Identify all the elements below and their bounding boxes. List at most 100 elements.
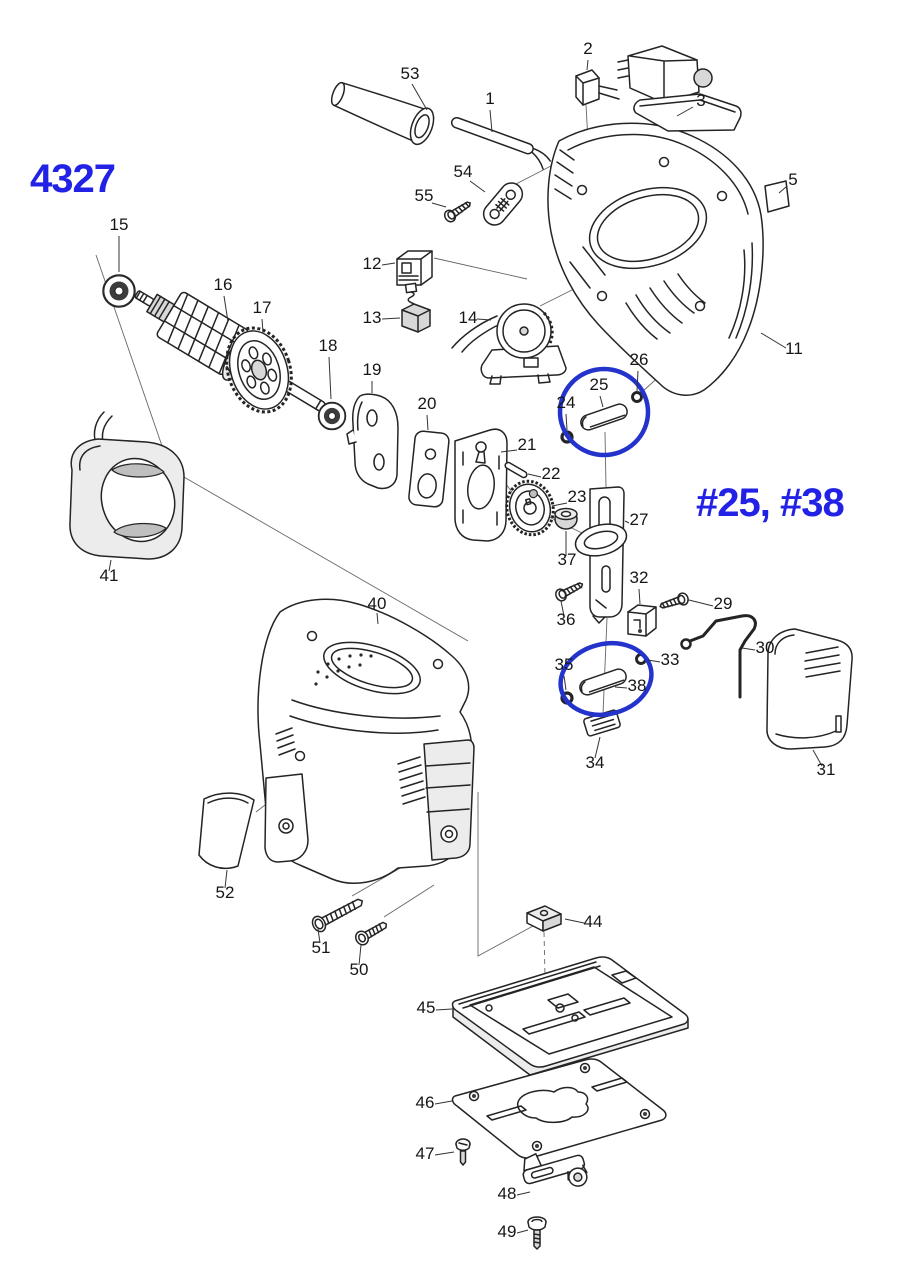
part-44-drawing (526, 905, 562, 932)
part-leader-17 (261, 318, 264, 334)
part-label-55: 55 (415, 186, 434, 205)
part-leader-26 (636, 370, 639, 392)
part-label-13: 13 (363, 308, 382, 327)
part-31-drawing (766, 628, 853, 750)
part-48-drawing (522, 1153, 588, 1187)
part-label-26: 26 (630, 350, 649, 369)
part-46-drawing (451, 1058, 667, 1159)
part-leader-5 (778, 186, 787, 194)
part-label-2: 2 (583, 39, 592, 58)
part-label-53: 53 (401, 64, 420, 83)
part-leader-20 (426, 414, 429, 431)
model-number: 4327 (30, 157, 115, 201)
part-leader-30 (741, 647, 756, 651)
part-leader-29 (688, 599, 714, 607)
part-label-44: 44 (584, 912, 603, 931)
part-52-drawing (198, 792, 255, 870)
part-47-drawing (455, 1138, 471, 1166)
part-label-3: 3 (696, 91, 705, 110)
part-label-11: 11 (785, 339, 803, 358)
part-leader-33 (647, 659, 661, 663)
part-53-drawing (330, 81, 435, 146)
part-leader-18 (328, 356, 332, 400)
part-label-23: 23 (568, 487, 587, 506)
part-leader-49 (516, 1229, 529, 1234)
part-13-drawing (401, 282, 431, 333)
part-20-drawing (408, 430, 450, 508)
part-label-52: 52 (216, 883, 235, 902)
part-49-drawing (527, 1216, 547, 1250)
part-23-drawing (505, 479, 555, 537)
highlight-circle-25 (557, 366, 651, 458)
part-leader-13 (381, 317, 401, 320)
part-leader-24 (565, 413, 568, 431)
part-label-33: 33 (661, 650, 680, 669)
part-label-15: 15 (110, 215, 129, 234)
part-51-drawing (311, 898, 364, 933)
part-leader-25 (599, 395, 604, 408)
part-leader-23 (551, 502, 568, 507)
part-leader-54 (469, 180, 486, 193)
part-label-31: 31 (817, 760, 836, 779)
part-label-35: 35 (555, 655, 574, 674)
part-label-17: 17 (253, 298, 272, 317)
part-30-drawing (680, 614, 757, 699)
part-label-30: 30 (756, 638, 775, 657)
part-label-40: 40 (368, 594, 387, 613)
part-leader-50 (358, 944, 362, 966)
part-leader-47 (434, 1151, 455, 1156)
part-label-48: 48 (498, 1184, 517, 1203)
part-leader-27 (624, 520, 630, 524)
part-leader-41 (108, 559, 112, 572)
part-label-21: 21 (518, 435, 537, 454)
part-label-46: 46 (416, 1093, 435, 1112)
part-label-20: 20 (418, 394, 437, 413)
part-leader-3 (676, 106, 694, 117)
part-leader-44 (564, 918, 585, 924)
part-label-25: 25 (590, 375, 609, 394)
part-leader-34 (594, 736, 601, 759)
part-leader-32 (638, 588, 641, 605)
part-leader-53 (411, 83, 428, 111)
part-5-drawing (764, 180, 790, 213)
part-leader-12 (381, 262, 396, 266)
part-21-drawing (454, 428, 508, 542)
part-leader-36 (560, 600, 565, 617)
part-15-drawing (102, 274, 136, 308)
part-label-29: 29 (714, 594, 733, 613)
part-label-38: 38 (628, 676, 647, 695)
part-label-24: 24 (557, 393, 576, 412)
part-45-drawing (451, 956, 689, 1076)
part-leader-38 (614, 686, 628, 689)
part-54-drawing (482, 182, 524, 226)
part-label-50: 50 (350, 960, 369, 979)
part-leader-11 (760, 332, 787, 349)
part-leader-55 (431, 202, 447, 208)
part-label-27: 27 (630, 510, 649, 529)
part-40-drawing (257, 598, 475, 885)
part-leader-31 (812, 749, 823, 767)
highlight-circle-38 (558, 641, 654, 717)
part-leader-46 (434, 1100, 453, 1105)
part-label-45: 45 (417, 998, 436, 1017)
part-22-drawing (504, 461, 528, 479)
part-leader-2 (586, 59, 589, 71)
part-label-36: 36 (557, 610, 576, 629)
part-leader-35 (563, 675, 567, 691)
part-2-drawing (575, 69, 620, 106)
part-label-41: 41 (100, 566, 119, 585)
parts-artwork (69, 45, 853, 1250)
part-label-37: 37 (558, 550, 577, 569)
part-leader-52 (224, 869, 228, 889)
part-41-drawing (69, 411, 185, 560)
part-label-12: 12 (363, 254, 382, 273)
highlight-note: #25, #38 (696, 481, 844, 525)
part-1-drawing (450, 116, 551, 170)
part-leader-51 (317, 928, 321, 944)
part-37-drawing (554, 507, 578, 530)
part-label-47: 47 (416, 1144, 435, 1163)
part-leader-16 (223, 295, 229, 323)
part-label-34: 34 (586, 753, 605, 772)
part-leader-45 (435, 1008, 453, 1011)
